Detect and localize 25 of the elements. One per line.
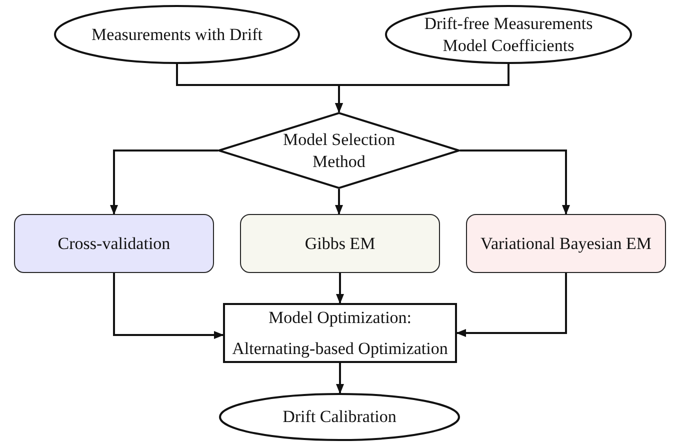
input-ellipse <box>54 5 300 64</box>
arrow <box>113 273 224 339</box>
node-label: Cross-validation <box>58 232 170 254</box>
process-box <box>223 303 457 363</box>
node-label: Gibbs EM <box>304 232 376 254</box>
arrow <box>456 273 567 337</box>
node-label: Drift Calibration <box>282 406 396 428</box>
node-label: Drift-free Measurements Model Coefficients <box>423 13 594 56</box>
method-box <box>14 214 214 273</box>
decision-diamond <box>218 112 460 189</box>
node-label: Measurements with Drift <box>92 24 262 46</box>
method-box <box>466 214 666 273</box>
arrow <box>110 150 218 215</box>
node-label: Variational Bayesian EM <box>480 232 652 254</box>
node-label: Model Selection Method <box>282 129 396 172</box>
method-box <box>240 214 440 273</box>
arrow <box>336 363 344 394</box>
arrow <box>335 64 510 113</box>
node-label: Model Optimization: <box>268 306 412 328</box>
arrow <box>335 189 343 215</box>
output-ellipse <box>219 393 460 441</box>
arrow <box>460 150 570 215</box>
arrow <box>336 273 344 304</box>
input-ellipse <box>385 5 632 64</box>
node-label: Alternating-based Optimization <box>232 338 448 360</box>
